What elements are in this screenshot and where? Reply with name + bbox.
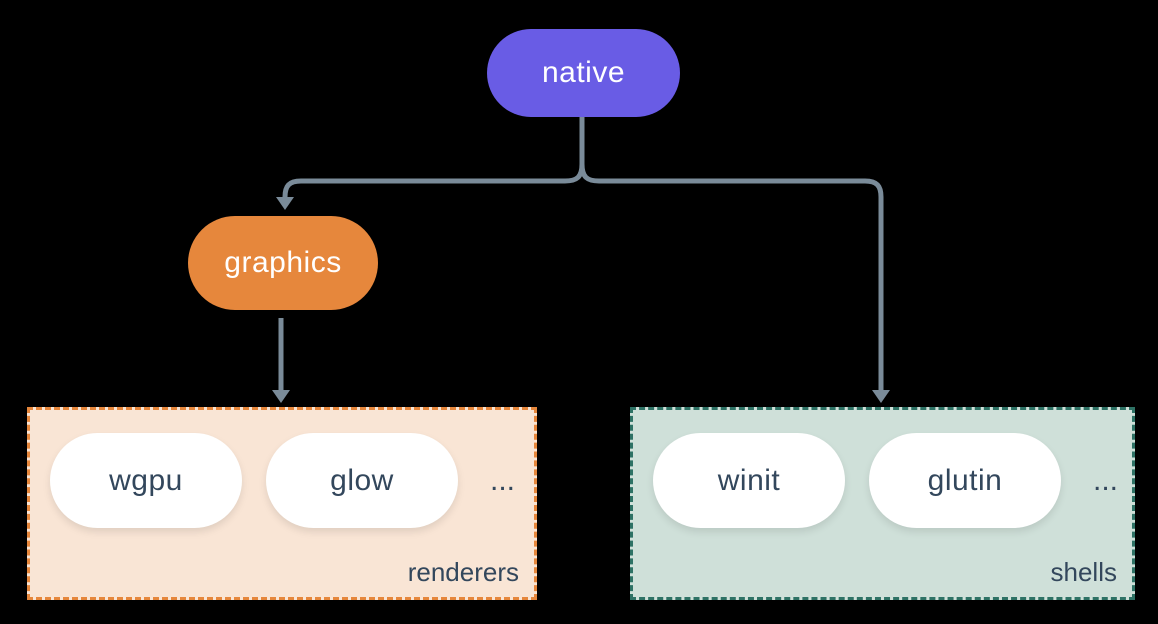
- renderers-pill-row: wgpu glow ...: [50, 433, 515, 528]
- node-graphics[interactable]: graphics: [188, 216, 378, 310]
- arrowhead-shells: [872, 390, 890, 403]
- connector-native-to-graphics: [282, 163, 585, 198]
- shells-pill-row: winit glutin ...: [653, 433, 1118, 528]
- node-glutin[interactable]: glutin: [869, 433, 1061, 528]
- group-label-shells: shells: [1050, 557, 1117, 587]
- group-shells: winit glutin ... shells: [630, 407, 1135, 600]
- group-renderers: wgpu glow ... renderers: [27, 407, 537, 600]
- renderers-ellipsis: ...: [490, 463, 516, 497]
- node-glow[interactable]: glow: [266, 433, 458, 528]
- node-wgpu[interactable]: wgpu: [50, 433, 242, 528]
- arrowhead-renderers: [272, 390, 290, 403]
- arrowhead-graphics: [276, 197, 294, 210]
- shells-ellipsis: ...: [1093, 463, 1119, 497]
- node-native[interactable]: native: [487, 29, 680, 117]
- group-label-renderers: renderers: [407, 557, 519, 587]
- node-winit[interactable]: winit: [653, 433, 845, 528]
- connector-native-to-shells: [579, 163, 884, 391]
